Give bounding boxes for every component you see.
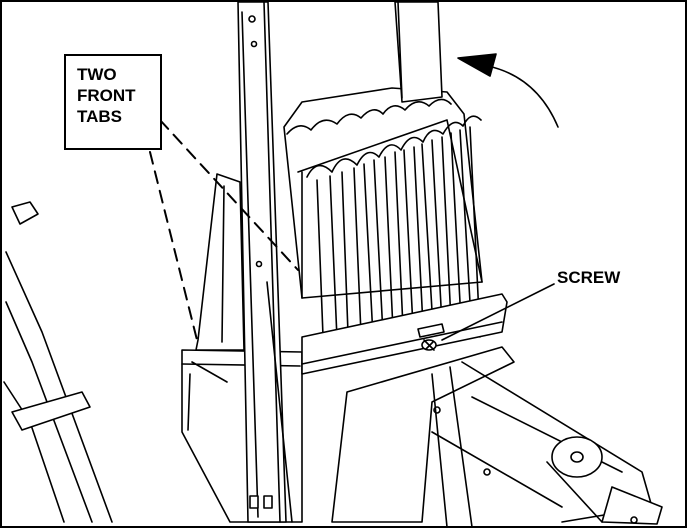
rear-shroud <box>195 173 245 351</box>
label-screw: SCREW <box>557 268 621 287</box>
callout-line-3: TABS <box>77 107 123 126</box>
callout-line-1: TWO <box>77 65 117 84</box>
callout-line-2: FRONT <box>77 86 136 105</box>
rotation-arrow <box>457 53 559 128</box>
pedestal-frame <box>331 346 663 526</box>
leader-lines <box>149 119 299 345</box>
upright-posts <box>237 2 443 523</box>
console-cover <box>283 87 508 375</box>
left-handle-tubes <box>3 201 113 523</box>
screw-leader-line <box>441 283 555 341</box>
callout-two-front-tabs: TWO FRONT TABS <box>64 54 162 150</box>
